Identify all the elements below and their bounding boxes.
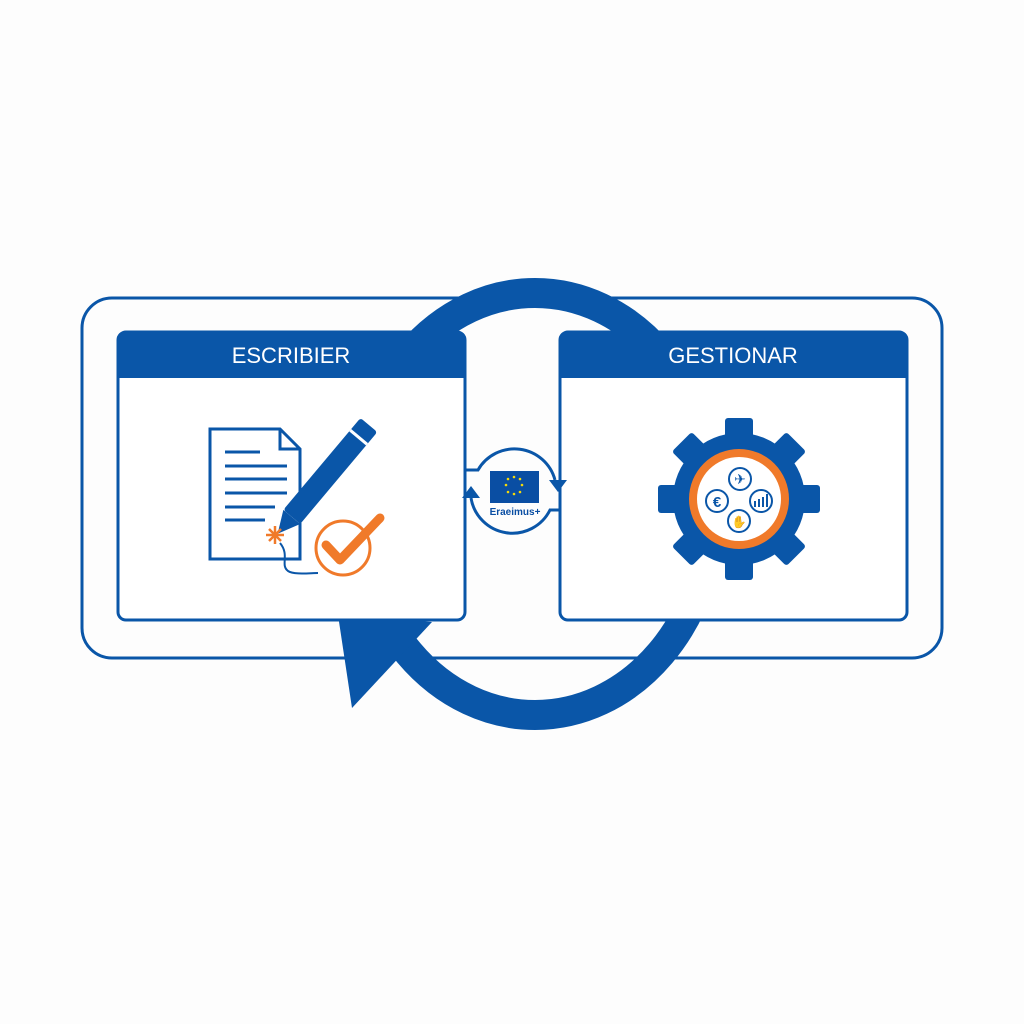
- plane-icon: ✈: [734, 471, 746, 487]
- erasmus-label: Eraeimus+: [490, 507, 541, 518]
- euro-icon: €: [713, 494, 722, 511]
- panel-title-escribir: ESCRIBIER: [232, 343, 351, 368]
- handshake-icon: ✋: [732, 515, 747, 529]
- panel-gestionar: GESTIONAR ✈ €: [558, 330, 909, 622]
- eu-flag-icon: [490, 471, 539, 503]
- panel-title-gestionar: GESTIONAR: [668, 343, 798, 368]
- chart-icon: [754, 494, 768, 507]
- document-pencil-check-icon: [208, 419, 385, 577]
- center-cycle: Eraeimus+: [462, 447, 567, 535]
- cycle-arrowhead-icon: [338, 615, 432, 708]
- gear-icon: ✈ € ✋: [658, 418, 820, 580]
- panel-escribir: ESCRIBIER: [116, 330, 467, 622]
